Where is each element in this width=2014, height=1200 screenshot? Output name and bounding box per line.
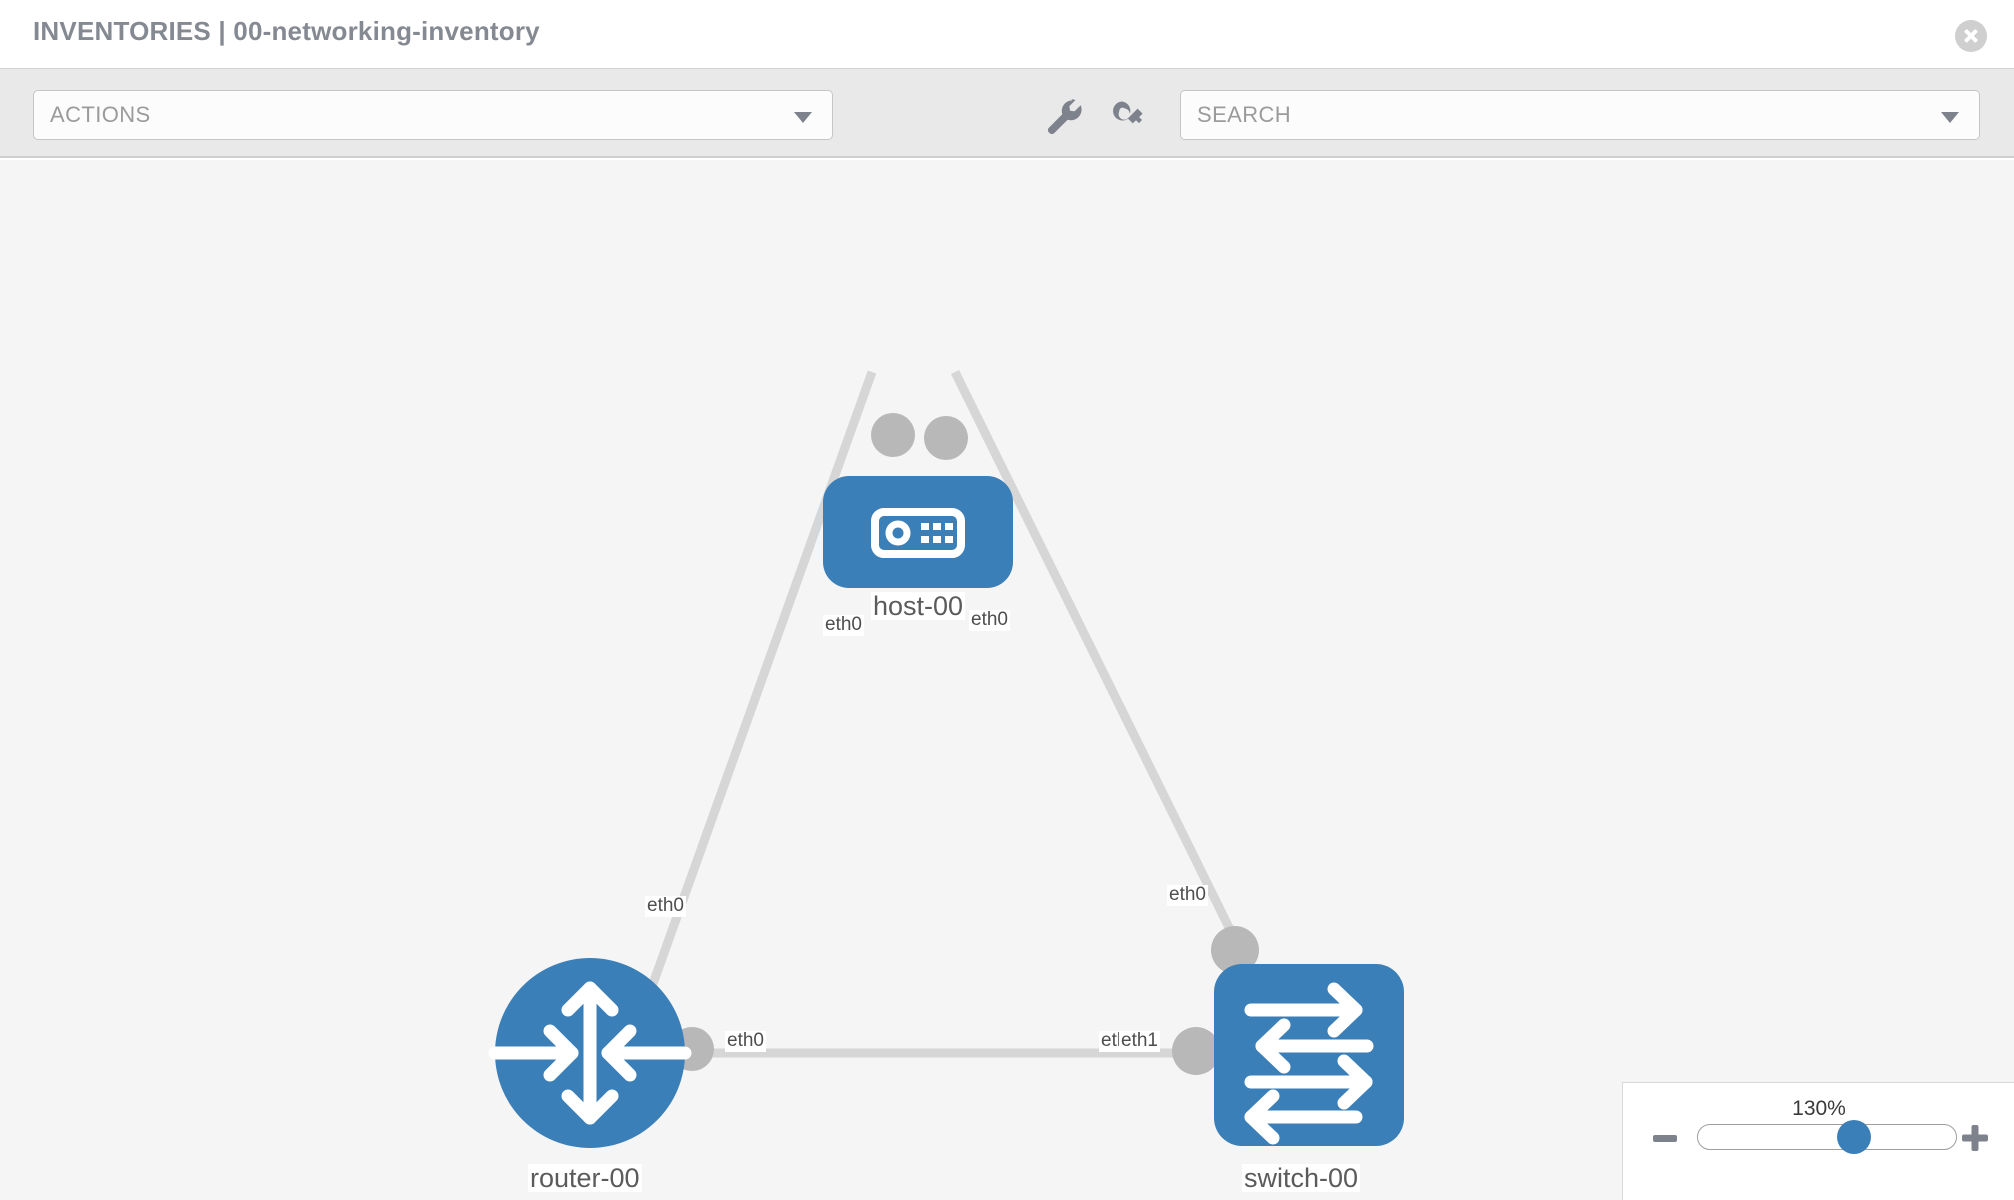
chevron-down-icon bbox=[794, 112, 812, 123]
page-title: INVENTORIES | 00-networking-inventory bbox=[33, 16, 540, 46]
zoom-out-button[interactable] bbox=[1653, 1135, 1677, 1142]
iface-label: eth0 bbox=[823, 614, 864, 636]
link-host00-router00 bbox=[635, 370, 877, 1022]
node-router-00 bbox=[488, 958, 692, 1148]
key-icon[interactable] bbox=[1105, 91, 1153, 139]
node-host-00 bbox=[823, 476, 1013, 588]
actions-dropdown-label: ACTIONS bbox=[50, 102, 151, 127]
iface-label: eth0 bbox=[969, 609, 1010, 631]
topology-canvas[interactable]: host-00 router-00 switch-00 eth0 eth0 et… bbox=[0, 160, 2014, 1200]
topology-links bbox=[635, 370, 1250, 1058]
node-label-switch-00: switch-00 bbox=[1242, 1163, 1361, 1193]
connector-dot bbox=[1172, 1027, 1220, 1075]
node-label-router-00: router-00 bbox=[528, 1163, 642, 1193]
zoom-in-button[interactable] bbox=[1960, 1123, 1990, 1153]
chevron-down-icon bbox=[1941, 112, 1959, 123]
iface-label: eth0 bbox=[645, 895, 686, 917]
topology-graph bbox=[488, 370, 1404, 1148]
connector-dot bbox=[924, 416, 968, 460]
node-label-host-00: host-00 bbox=[871, 591, 966, 621]
connector-dot bbox=[871, 413, 915, 457]
actions-dropdown[interactable]: ACTIONS bbox=[33, 90, 833, 140]
iface-label: eth0 bbox=[725, 1030, 766, 1052]
zoom-slider-thumb[interactable] bbox=[1836, 1120, 1871, 1154]
node-switch-00 bbox=[1214, 964, 1404, 1146]
zoom-level-value: 130% bbox=[1792, 1097, 1846, 1120]
link-host00-switch00 bbox=[950, 370, 1250, 962]
toolbar: ACTIONS SEARCH bbox=[0, 68, 2014, 158]
zoom-slider[interactable] bbox=[1697, 1120, 1957, 1154]
iface-label: eth1 bbox=[1119, 1030, 1160, 1052]
connector-dot bbox=[1211, 926, 1259, 974]
search-input[interactable]: SEARCH bbox=[1180, 90, 1980, 140]
search-placeholder: SEARCH bbox=[1197, 102, 1292, 127]
iface-label: eth0 bbox=[1167, 884, 1208, 906]
page-header: INVENTORIES | 00-networking-inventory bbox=[0, 0, 2014, 68]
zoom-control-panel: 130% bbox=[1622, 1082, 2014, 1200]
wrench-icon[interactable] bbox=[1038, 91, 1086, 139]
close-icon[interactable] bbox=[1955, 20, 1987, 52]
